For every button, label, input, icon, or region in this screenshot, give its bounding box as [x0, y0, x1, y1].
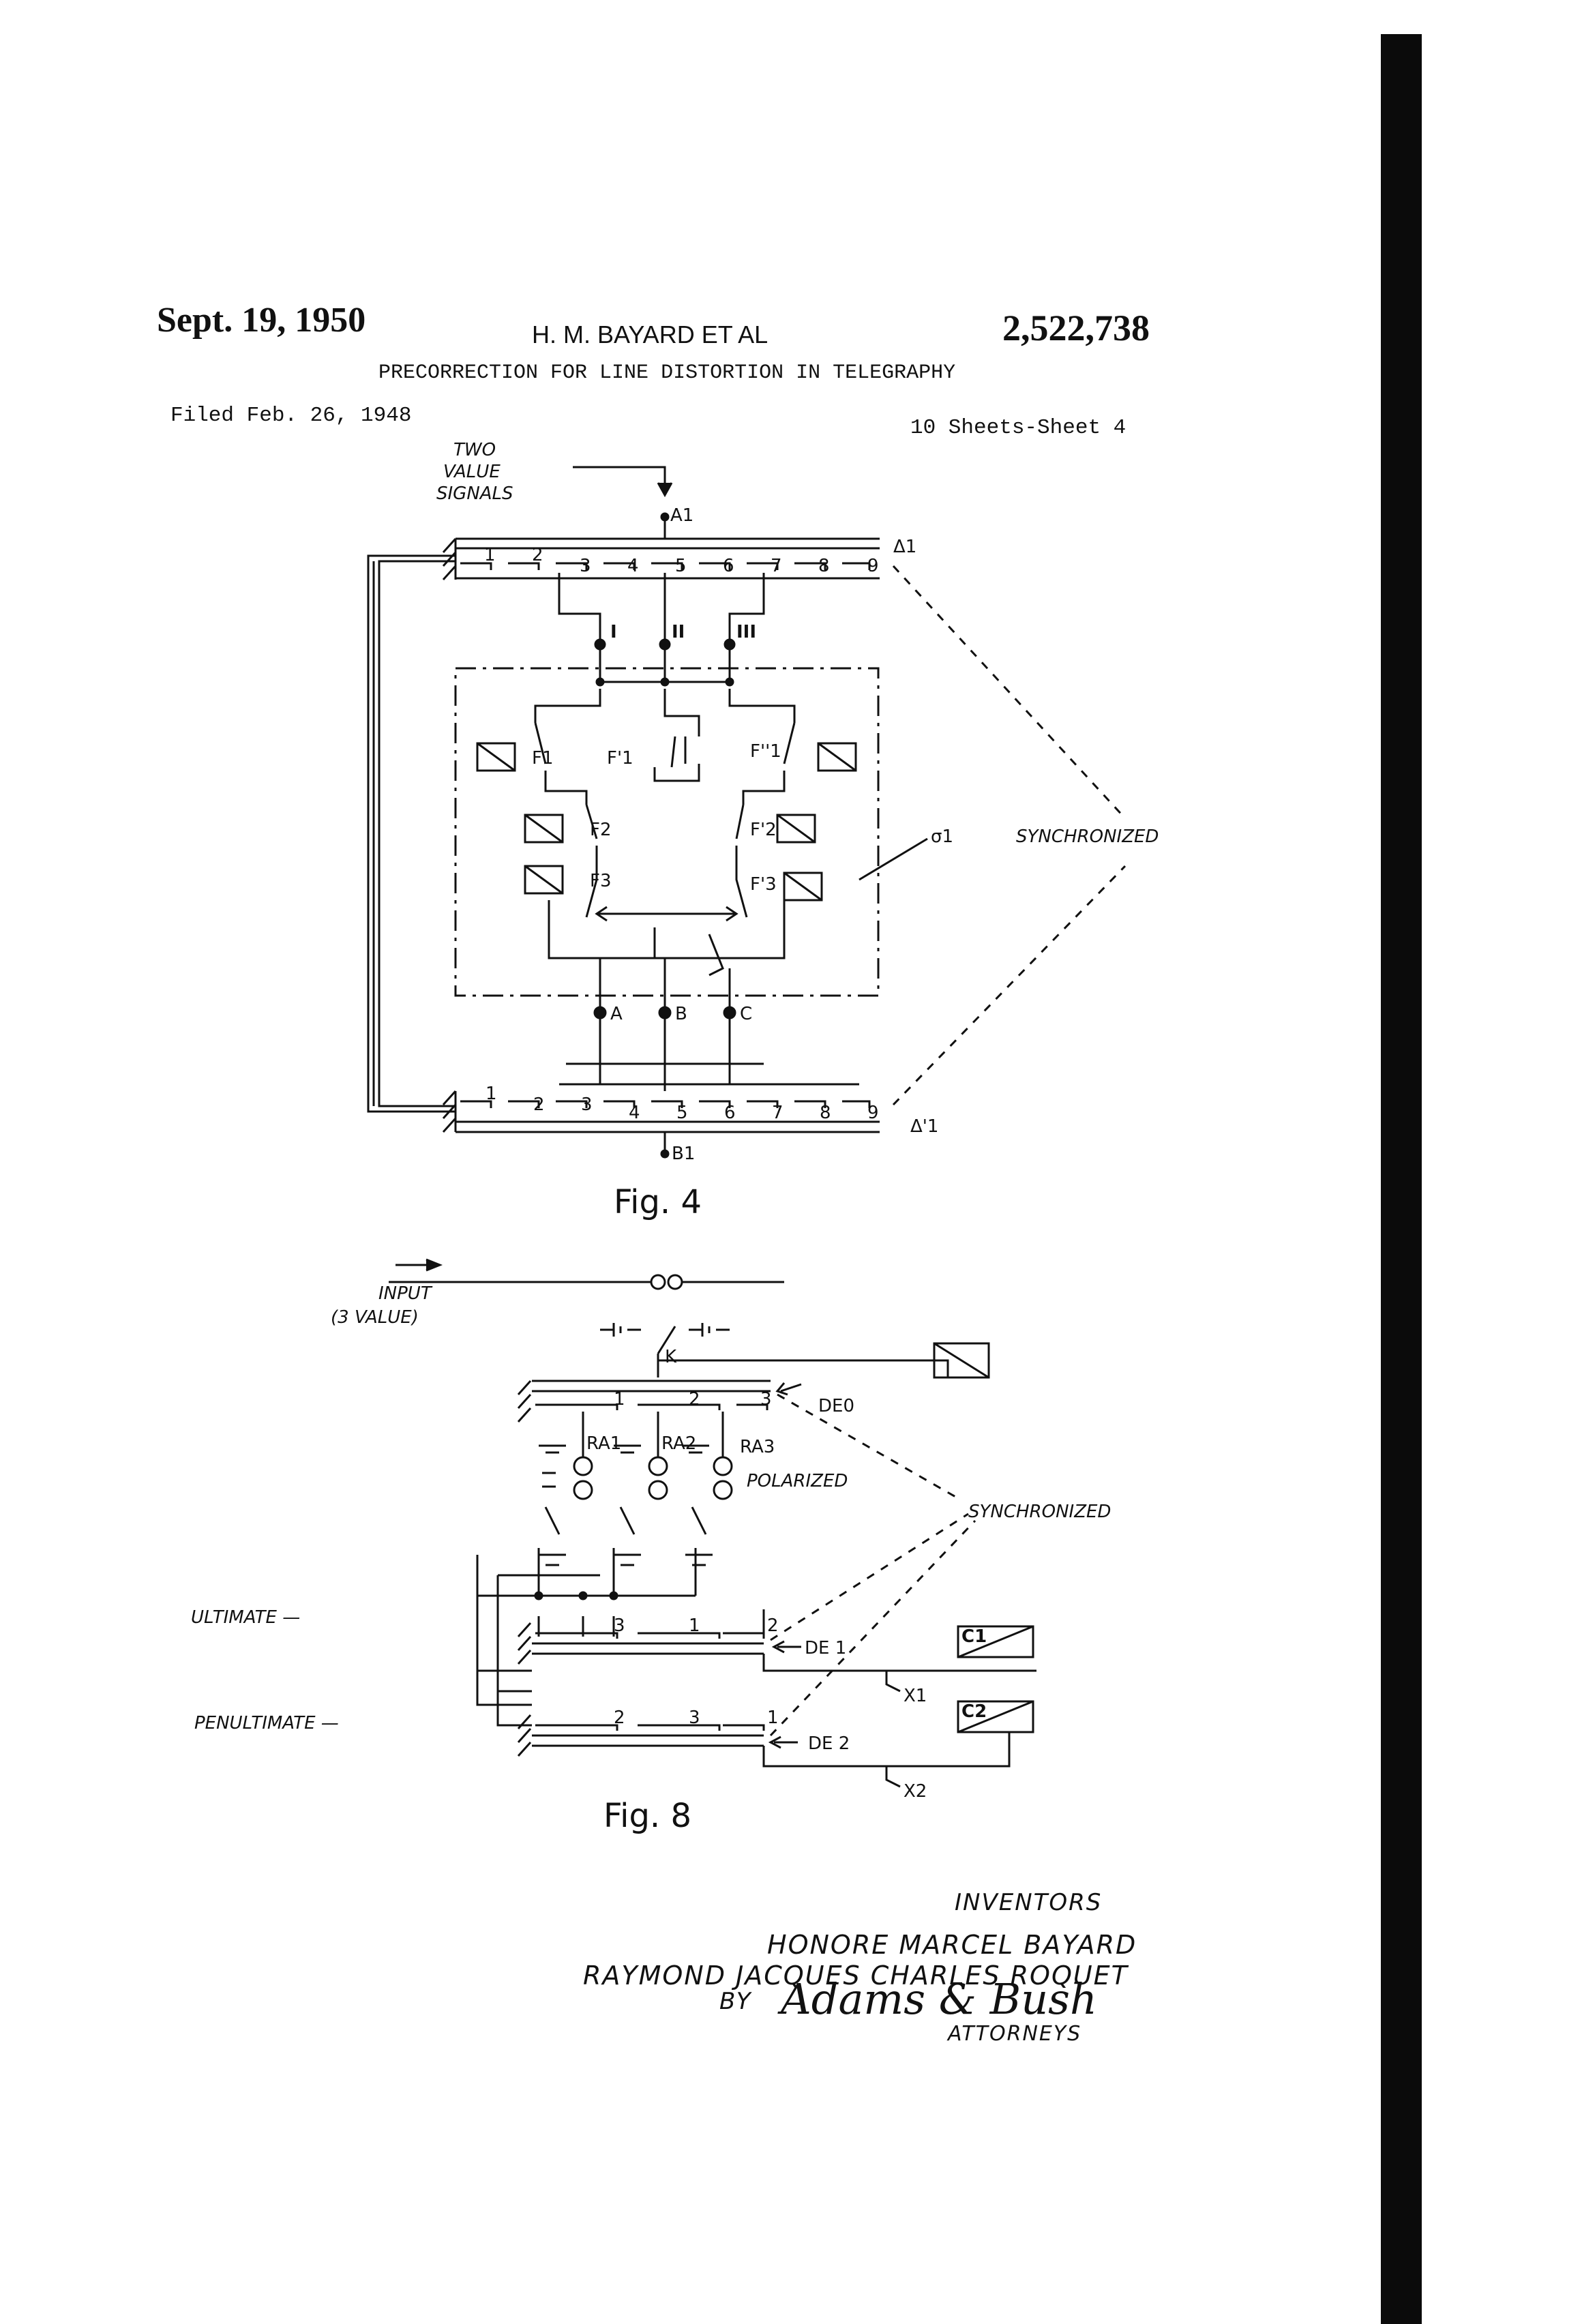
fig4-top-seg-1: 1	[484, 545, 496, 565]
fig8-distributor-DE0: DE0	[818, 1396, 854, 1416]
fig4-relay-F2: F2	[590, 820, 612, 840]
patent-date: Sept. 19, 1950	[157, 301, 366, 340]
scan-edge-bar	[1381, 34, 1422, 2324]
fig4-relay-F1p: F'1	[607, 748, 633, 769]
fig4-relay-F2p: F'2	[750, 820, 777, 840]
fig4-input-terminal: A1	[670, 505, 693, 526]
fig4-diagram	[367, 466, 1126, 1159]
fig4-top-seg-5: 5	[675, 556, 687, 576]
fig4-relay-F1: F1	[532, 748, 554, 769]
fig8-polarized-label: POLARIZED	[747, 1471, 848, 1491]
fig4-lead-II: II	[672, 622, 685, 642]
fig4-bot-seg-8: 8	[820, 1103, 831, 1123]
fig4-distributor-top: Δ1	[893, 537, 916, 557]
patent-number: 2,522,738	[1002, 308, 1150, 348]
fig4-top-seg-7: 7	[771, 556, 782, 576]
fig4-bot-seg-4: 4	[629, 1103, 640, 1123]
fig4-top-segments	[460, 562, 871, 570]
signature-by: BY	[719, 1988, 752, 2015]
fig8-de0-seg-1: 1	[614, 1389, 625, 1410]
inventor-name-1: HONORE MARCEL BAYARD	[767, 1930, 1137, 1960]
fig8-de2-seg-2: 2	[614, 1708, 625, 1728]
fig4-lead-I: I	[610, 622, 617, 642]
fig8-point-X2: X2	[904, 1781, 927, 1802]
fig8-labels: INPUT (3 VALUE) K DE0 1 2 3 RA1 RA2 RA3 …	[191, 1283, 1111, 1802]
fig4-output-terminal: B1	[672, 1144, 695, 1164]
fig4-caption: Fig. 4	[614, 1183, 702, 1221]
inventor-name-2: RAYMOND JACQUES CHARLES ROQUET	[583, 1961, 1129, 1991]
sheet-count: 10 Sheets-Sheet 4	[910, 416, 1126, 440]
filed-date: Filed Feb. 26, 1948	[170, 404, 412, 428]
fig8-penultimate-label: PENULTIMATE —	[194, 1713, 339, 1733]
fig8-distributor-DE2: DE 2	[808, 1733, 850, 1754]
fig4-top-seg-8: 8	[818, 556, 830, 576]
fig4-distributor-bottom: Δ'1	[910, 1116, 938, 1137]
fig4-input-label-3: SIGNALS	[436, 483, 513, 504]
fig8-point-X1: X1	[904, 1686, 927, 1706]
fig8-relay-RA3: RA3	[740, 1437, 775, 1457]
fig4-output-C: C	[740, 1004, 752, 1024]
fig8-input-label-1: INPUT	[378, 1283, 433, 1304]
fig8-input-label-2: (3 VALUE)	[331, 1307, 419, 1328]
fig8-de1-seg-1: 1	[689, 1615, 700, 1636]
fig4-top-seg-6: 6	[723, 556, 734, 576]
fig8-counter-C2: C2	[961, 1701, 987, 1722]
attorneys-label: ATTORNEYS	[948, 2022, 1082, 2046]
fig8-key-label: K	[665, 1347, 677, 1367]
fig4-input-label-1: TWO	[453, 440, 496, 460]
fig4-top-seg-3: 3	[580, 556, 591, 576]
fig8-relay-circles	[573, 1456, 733, 1500]
fig4-output-A: A	[610, 1004, 623, 1024]
fig4-bot-seg-5: 5	[676, 1103, 688, 1123]
fig4-bot-seg-7: 7	[772, 1103, 783, 1123]
fig4-top-seg-4: 4	[627, 556, 639, 576]
fig4-bot-seg-9: 9	[867, 1103, 879, 1123]
fig4-bot-seg-2: 2	[533, 1094, 545, 1115]
fig4-input-label-2: VALUE	[443, 462, 501, 482]
fig8-de0-seg-2: 2	[689, 1389, 700, 1410]
fig4-output-B: B	[675, 1004, 687, 1024]
fig8-counter-C1: C1	[961, 1626, 987, 1647]
fig8-de1-seg-2: 2	[767, 1615, 779, 1636]
fig8-diagram	[389, 1258, 1036, 1788]
fig4-relay-F3p: F'3	[750, 874, 777, 895]
fig4-bot-seg-3: 3	[581, 1094, 593, 1115]
fig8-de1-seg-3: 3	[614, 1615, 625, 1636]
attorney-signature: Adams & Bush	[781, 1974, 1097, 2024]
fig4-labels: TWO VALUE SIGNALS A1 Δ1 1 2 3 4 5 6 7 8 …	[436, 440, 1159, 1164]
fig8-de2-seg-3: 3	[689, 1708, 700, 1728]
patent-title: PRECORRECTION FOR LINE DISTORTION IN TEL…	[378, 361, 956, 385]
fig8-de0-seg-3: 3	[760, 1389, 772, 1410]
fig4-bot-seg-1: 1	[486, 1084, 497, 1104]
fig4-relay-coils	[476, 742, 857, 902]
fig4-lead-III: III	[736, 622, 756, 642]
fig8-de2-seg-1: 1	[767, 1708, 779, 1728]
fig4-bot-seg-6: 6	[724, 1103, 736, 1123]
fig4-relay-F3: F3	[590, 871, 612, 891]
fig4-top-seg-9: 9	[867, 556, 879, 576]
fig8-ultimate-label: ULTIMATE —	[191, 1607, 300, 1628]
fig8-relay-RA1: RA1	[586, 1433, 621, 1454]
fig8-sync-label: SYNCHRONIZED	[968, 1502, 1111, 1522]
fig4-unit-label: σ1	[931, 826, 953, 847]
fig4-top-seg-2: 2	[532, 545, 543, 565]
fig4-relay-F1pp: F''1	[750, 741, 781, 762]
fig8-distributor-DE1: DE 1	[805, 1638, 846, 1658]
fig8-caption: Fig. 8	[603, 1797, 691, 1835]
inventors-label: INVENTORS	[955, 1889, 1103, 1916]
fig4-sync-label: SYNCHRONIZED	[1016, 826, 1159, 847]
patent-inventor: H. M. BAYARD ET AL	[532, 321, 768, 348]
fig8-relay-RA2: RA2	[661, 1433, 696, 1454]
